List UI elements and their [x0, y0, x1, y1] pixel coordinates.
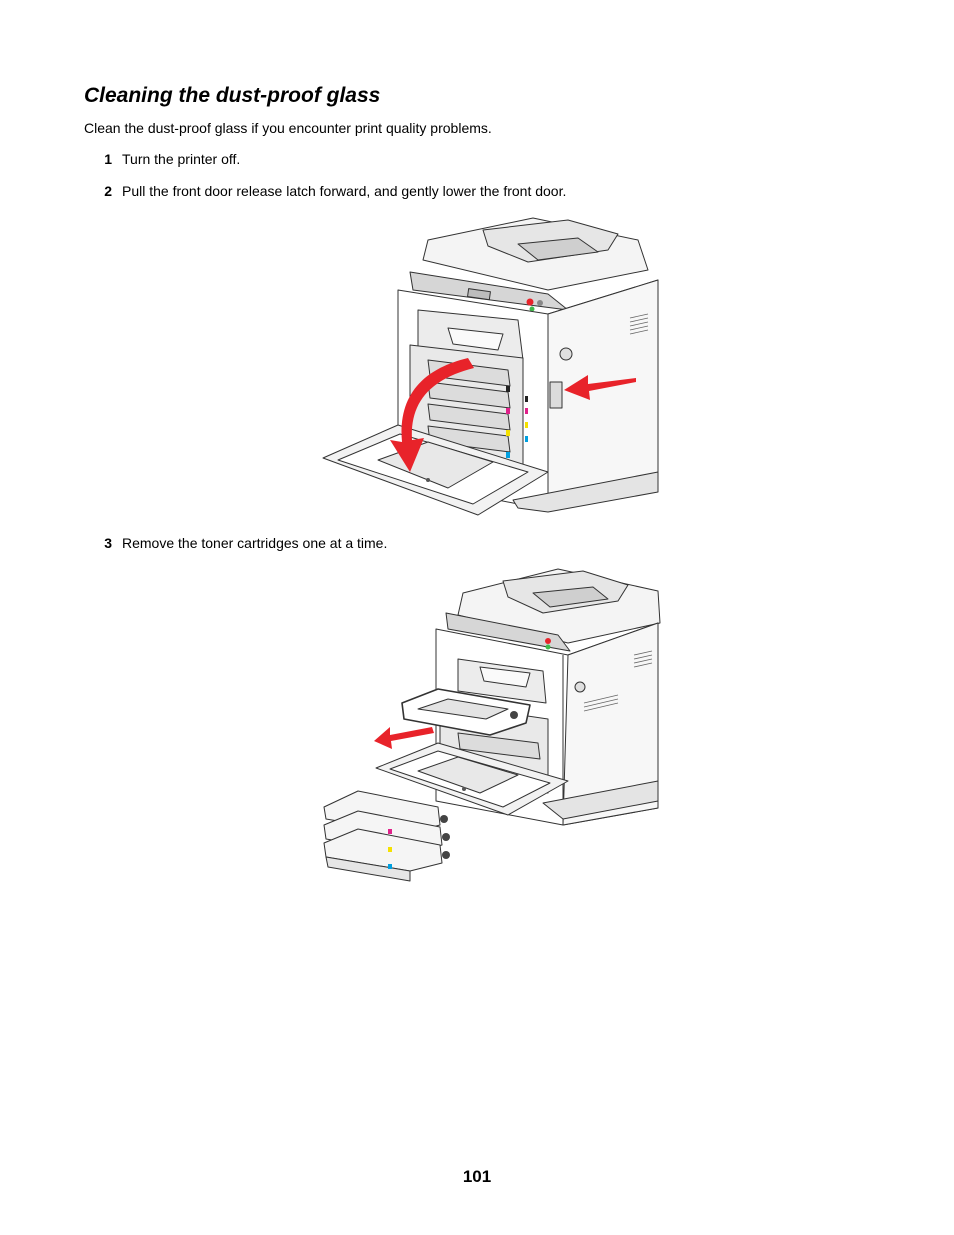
step-text: Remove the toner cartridges one at a tim… [122, 535, 388, 551]
step-2: 2 Pull the front door release latch forw… [84, 183, 566, 199]
arrow-icon [390, 358, 474, 472]
intro-paragraph: Clean the dust-proof glass if you encoun… [84, 120, 492, 136]
page-number: 101 [462, 1167, 492, 1186]
step-3: 3 Remove the toner cartridges one at a t… [84, 535, 387, 551]
step-number: 3 [104, 535, 112, 551]
step-text: Turn the printer off. [122, 151, 241, 167]
arrow-icon [564, 375, 636, 400]
printer-door-open-illustration [322, 217, 659, 516]
step-text: Pull the front door release latch forwar… [122, 183, 567, 199]
page-title: Cleaning the dust-proof glass [84, 84, 381, 107]
remove-toner-illustration [323, 568, 661, 882]
step-1: 1 Turn the printer off. [84, 151, 240, 167]
step-number: 2 [104, 183, 112, 199]
step-number: 1 [104, 151, 112, 167]
arrow-icon [374, 727, 434, 749]
